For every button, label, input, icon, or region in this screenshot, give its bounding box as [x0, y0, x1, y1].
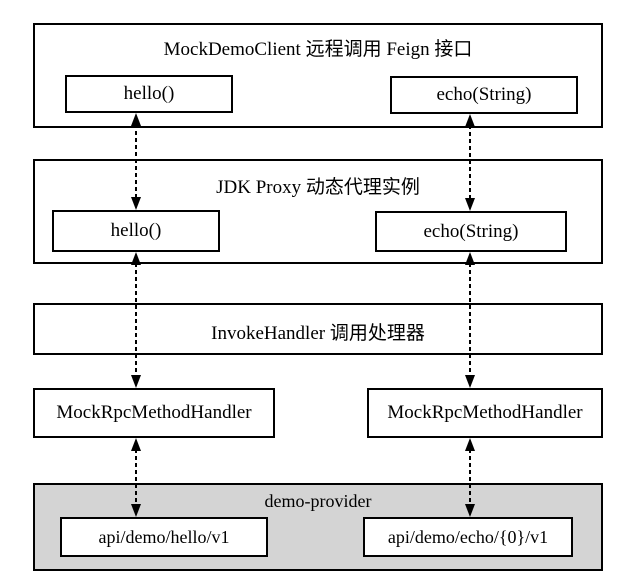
arrowhead-up-icon: [465, 252, 475, 265]
proxy-echo-method-box: echo(String): [375, 211, 567, 252]
dashed-connector-line: [469, 263, 471, 377]
arrow-proxy-methodhandler-echo: [464, 252, 476, 388]
client-echo-method-label: echo(String): [436, 84, 532, 105]
arrowhead-down-icon: [131, 197, 141, 210]
proxy-echo-method-label: echo(String): [423, 220, 519, 242]
jdk-proxy-layer-title: JDK Proxy 动态代理实例: [216, 177, 420, 198]
arrowhead-down-icon: [465, 504, 475, 517]
arrow-client-proxy-echo: [464, 114, 476, 211]
arrowhead-up-icon: [131, 438, 141, 451]
dashed-connector-line: [469, 449, 471, 506]
arrow-proxy-methodhandler-hello: [130, 252, 142, 388]
arrowhead-up-icon: [131, 252, 141, 265]
mock-rpc-method-handler-left-box: MockRpcMethodHandler: [33, 388, 275, 438]
arrowhead-down-icon: [131, 504, 141, 517]
arrowhead-down-icon: [465, 198, 475, 211]
invoke-handler-box: InvokeHandler 调用处理器: [33, 303, 603, 355]
arrow-client-proxy-hello: [130, 113, 142, 210]
invoke-handler-title: InvokeHandler 调用处理器: [211, 323, 425, 344]
proxy-hello-method-label: hello(): [110, 220, 162, 241]
arrowhead-up-icon: [131, 113, 141, 126]
dashed-connector-line: [469, 125, 471, 200]
echo-endpoint-box: api/demo/echo/{0}/v1: [363, 517, 573, 557]
hello-endpoint-label: api/demo/hello/v1: [98, 526, 230, 547]
client-hello-method-box: hello(): [65, 75, 233, 113]
dashed-connector-line: [135, 124, 137, 199]
client-layer-title: MockDemoClient 远程调用 Feign 接口: [163, 39, 473, 60]
arrowhead-up-icon: [465, 114, 475, 127]
arrow-methodhandler-provider-hello: [130, 438, 142, 517]
arrowhead-down-icon: [131, 375, 141, 388]
dashed-connector-line: [135, 449, 137, 506]
client-hello-method-label: hello(): [123, 83, 175, 104]
hello-endpoint-box: api/demo/hello/v1: [60, 517, 268, 557]
client-echo-method-box: echo(String): [390, 76, 578, 114]
dashed-connector-line: [135, 263, 137, 377]
mock-rpc-method-handler-left-label: MockRpcMethodHandler: [56, 402, 252, 423]
echo-endpoint-label: api/demo/echo/{0}/v1: [387, 526, 549, 547]
mock-rpc-method-handler-right-label: MockRpcMethodHandler: [387, 402, 583, 423]
mock-rpc-method-handler-right-box: MockRpcMethodHandler: [367, 388, 603, 438]
arrowhead-up-icon: [465, 438, 475, 451]
arrow-methodhandler-provider-echo: [464, 438, 476, 517]
demo-provider-title: demo-provider: [264, 491, 372, 511]
proxy-hello-method-box: hello(): [52, 210, 220, 252]
arrowhead-down-icon: [465, 375, 475, 388]
